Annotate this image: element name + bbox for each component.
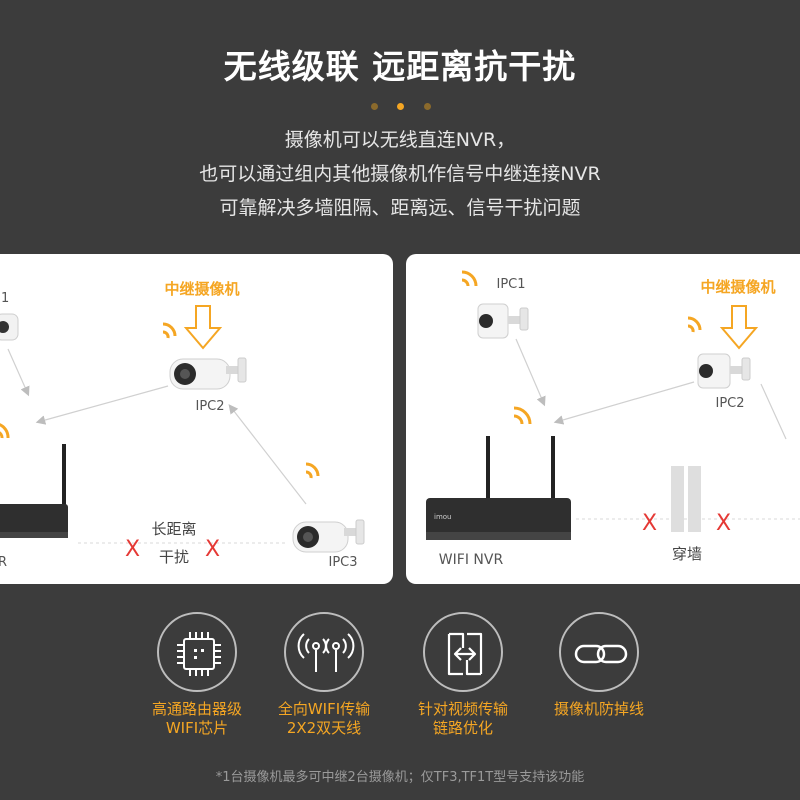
ipc2-camera (687, 316, 751, 389)
divider-dot-active (397, 103, 404, 110)
feature-chip: 高通路由器级 WIFI芯片 (127, 612, 267, 738)
diagram-through-wall: IPC1 中继摄像机 IPC2 (406, 254, 800, 584)
chain-link-icon (559, 612, 639, 692)
wifi-icon (513, 406, 532, 425)
interference-label: 干扰 (159, 548, 189, 566)
link-ipc1-nvr (7, 348, 30, 397)
feature-video-link-line2: 链路优化 (432, 719, 493, 737)
feature-chip-line1: 高通路由器级 (151, 700, 242, 718)
feature-chip-line2: WIFI芯片 (165, 719, 229, 737)
diagram-long-distance-svg: 1 中继摄像机 IPC2 (0, 280, 365, 570)
ipc1-label: 1 (1, 291, 9, 306)
nvr-brand-logo: imou (434, 513, 451, 521)
ipc3-camera (292, 462, 365, 553)
down-arrow-icon (719, 305, 759, 350)
ipc1-camera (0, 313, 19, 341)
wall-obstacle (671, 466, 701, 532)
diagram-through-wall-svg: IPC1 中继摄像机 IPC2 (426, 270, 800, 568)
video-link-icon (423, 612, 503, 692)
blocked-x-mark: X (642, 511, 657, 536)
page-title: 无线级联 远距离抗干扰 (223, 47, 577, 86)
ipc1-camera (461, 270, 529, 339)
link-ipc2-nvr (553, 381, 695, 425)
relay-camera-label: 中继摄像机 (700, 278, 775, 296)
feature-video-link-line1: 针对视频传输 (417, 700, 508, 718)
feature-antenna-line1: 全向WIFI传输 (277, 700, 371, 718)
ipc1-label: IPC1 (496, 277, 525, 292)
link-ipc3-ipc2 (760, 383, 787, 440)
relay-camera-label: 中继摄像机 (164, 280, 239, 298)
divider-dot (424, 103, 431, 110)
blocked-x-mark: X (125, 537, 140, 562)
ipc2-label: IPC2 (195, 399, 224, 414)
chip-icon (157, 612, 237, 692)
subtitle-line-2: 也可以通过组内其他摄像机作信号中继连接NVR (199, 163, 601, 185)
down-arrow-icon (183, 305, 223, 350)
through-wall-label: 穿墙 (672, 545, 702, 563)
ipc2-label: IPC2 (715, 396, 744, 411)
ipc2-camera (162, 322, 247, 390)
wifi-icon (0, 423, 10, 439)
subtitle-line-3: 可靠解决多墙阻隔、距离远、信号干扰问题 (219, 197, 581, 219)
feature-antenna: 全向WIFI传输 2X2双天线 (254, 612, 394, 738)
blocked-x-mark: X (205, 537, 220, 562)
title-divider-dots (0, 103, 800, 113)
blocked-x-mark: X (716, 511, 731, 536)
antenna-icon (284, 612, 364, 692)
feature-anti-disconnect-line1: 摄像机防掉线 (553, 700, 644, 718)
subtitle-line-1: 摄像机可以无线直连NVR， (284, 129, 516, 151)
nvr-device: imou (426, 436, 571, 540)
feature-antenna-line2: 2X2双天线 (286, 719, 362, 737)
nvr-label: R (0, 555, 7, 570)
nvr-label: WIFI NVR (439, 552, 504, 568)
feature-video-link: 针对视频传输 链路优化 (393, 612, 533, 738)
link-ipc1-nvr (515, 338, 546, 407)
diagram-long-distance: 1 中继摄像机 IPC2 (0, 254, 393, 584)
ipc3-label: IPC3 (328, 555, 357, 570)
link-ipc3-ipc2 (228, 404, 307, 505)
divider-dot (371, 103, 378, 110)
long-distance-label: 长距离 (151, 520, 196, 538)
nvr-device (0, 444, 68, 538)
link-ipc2-nvr (35, 385, 169, 425)
footnote: *1台摄像机最多可中继2台摄像机；仅TF3,TF1T型号支持该功能 (215, 770, 585, 785)
feature-anti-disconnect: 摄像机防掉线 (529, 612, 669, 719)
